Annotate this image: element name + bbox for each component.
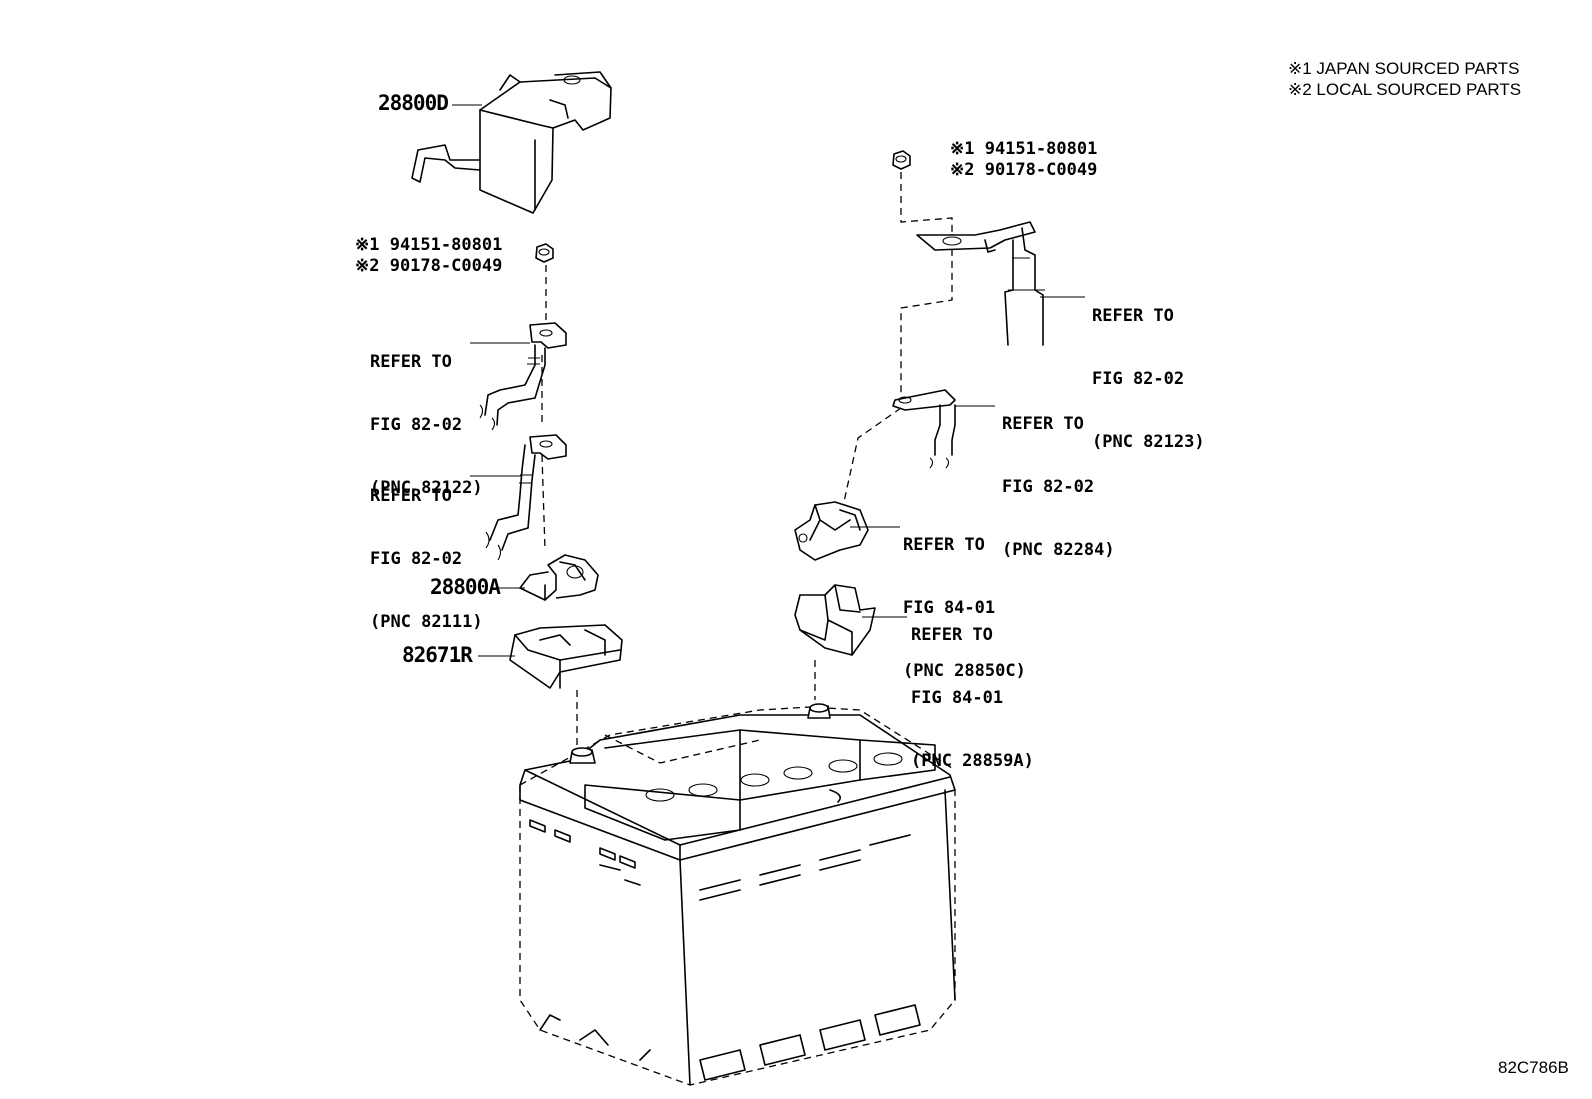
ref-82111-l1: REFER TO xyxy=(370,486,452,506)
nut-right xyxy=(892,150,911,170)
part-label-82671r: 82671R xyxy=(402,643,473,667)
ref-82123-l1: REFER TO xyxy=(1092,306,1174,326)
cover-28859a xyxy=(794,584,876,656)
nut-left-part-2: ※2 90178-C0049 xyxy=(355,256,503,276)
ref-28859a-l2: FIG 84-01 xyxy=(911,688,1004,708)
figure-code: 82C786B xyxy=(1498,1058,1569,1077)
nut-right-part-1: ※1 94151-80801 xyxy=(950,139,1098,159)
ref-28859a-l3: (PNC 28859A) xyxy=(911,751,1034,771)
ref-82284-l1: REFER TO xyxy=(1002,414,1084,434)
ref-82284: REFER TO FIG 82-02 (PNC 82284) xyxy=(1002,372,1115,582)
ref-82122-l3: (PNC 82122) xyxy=(370,478,483,498)
terminal-28850c xyxy=(794,501,869,561)
cable-82123 xyxy=(916,221,1045,346)
nut-left-part-1: ※1 94151-80801 xyxy=(355,235,503,255)
ref-82111-l2: FIG 82-02 xyxy=(370,549,463,569)
clamp-28800a xyxy=(519,554,599,601)
ref-82123-l3: (PNC 82123) xyxy=(1092,432,1205,452)
ref-28850c-l1: REFER TO xyxy=(903,535,985,555)
ref-82284-l3: (PNC 82284) xyxy=(1002,540,1115,560)
legend-japan: ※1 JAPAN SOURCED PARTS xyxy=(1288,59,1520,78)
ref-82122-l2: FIG 82-02 xyxy=(370,415,463,435)
ref-82123: REFER TO FIG 82-02 (PNC 82123) xyxy=(1092,264,1205,474)
part-label-28800d: 28800D xyxy=(378,91,449,115)
ref-82122: REFER TO FIG 82-02 (PNC 82122) xyxy=(370,310,483,520)
ref-28850c: REFER TO FIG 84-01 (PNC 28850C) xyxy=(903,493,1026,703)
ref-28850c-l3: (PNC 28850C) xyxy=(903,661,1026,681)
nut-right-part-2: ※2 90178-C0049 xyxy=(950,160,1098,180)
dash-82284-cover xyxy=(839,407,902,521)
cable-82122 xyxy=(479,322,567,431)
ref-82111: REFER TO FIG 82-02 (PNC 82111) xyxy=(370,444,483,654)
nut-left xyxy=(535,243,554,263)
legend-local: ※2 LOCAL SOURCED PARTS xyxy=(1288,80,1522,99)
ref-28859a-l1: REFER TO xyxy=(911,625,993,645)
ref-28850c-l2: FIG 84-01 xyxy=(903,598,996,618)
cable-82284 xyxy=(892,389,956,469)
battery xyxy=(519,703,956,1086)
dash-right-upper xyxy=(900,172,953,395)
ref-28859a: REFER TO FIG 84-01 (PNC 28859A) xyxy=(911,583,1034,793)
ref-82111-l3: (PNC 82111) xyxy=(370,612,483,632)
dash-left-vertical xyxy=(541,265,547,551)
ref-82123-l2: FIG 82-02 xyxy=(1092,369,1185,389)
part-label-28800a: 28800A xyxy=(430,575,501,599)
holder-82671r xyxy=(509,624,623,689)
terminal-cover-28800d xyxy=(411,71,612,214)
cable-82111 xyxy=(485,434,567,561)
ref-82284-l2: FIG 82-02 xyxy=(1002,477,1095,497)
ref-82122-l1: REFER TO xyxy=(370,352,452,372)
